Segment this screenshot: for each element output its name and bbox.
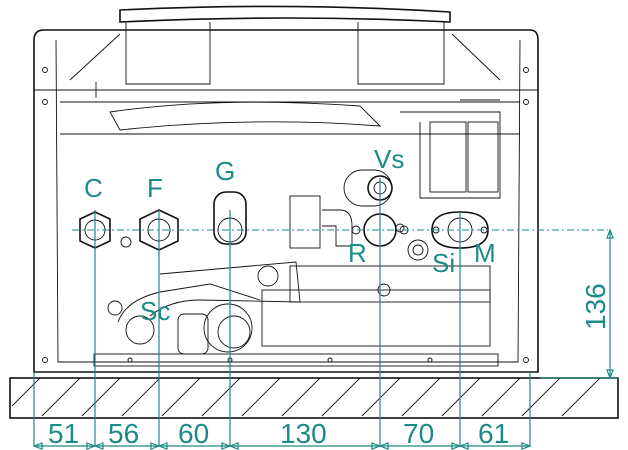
internal-components bbox=[107, 101, 501, 355]
dim-g-to-f: 60 bbox=[178, 418, 209, 449]
dim-height: 136 bbox=[580, 283, 611, 330]
dim-edge-to-m: 61 bbox=[478, 418, 509, 449]
dimension-chain: 51 56 60 130 70 61 bbox=[32, 372, 532, 450]
label-c: C bbox=[84, 173, 103, 203]
label-si: Si bbox=[432, 248, 455, 278]
connection-labels: C F G Vs R Si M Sc bbox=[84, 144, 496, 326]
label-r: R bbox=[348, 238, 367, 268]
centre-lines bbox=[72, 178, 608, 446]
height-dimension: 136 bbox=[540, 228, 618, 380]
label-sc: Sc bbox=[140, 296, 170, 326]
floor-base bbox=[9, 377, 619, 419]
boiler-casing bbox=[33, 5, 539, 373]
dim-m-to-r: 70 bbox=[403, 418, 434, 449]
label-g: G bbox=[215, 156, 235, 186]
dim-f-to-c: 56 bbox=[108, 418, 139, 449]
label-m: M bbox=[474, 238, 496, 268]
dim-c-to-edge: 51 bbox=[48, 418, 79, 449]
label-f: F bbox=[147, 173, 163, 203]
label-vs: Vs bbox=[374, 144, 404, 174]
connection-fittings bbox=[79, 175, 489, 251]
dim-r-to-g: 130 bbox=[280, 418, 327, 449]
